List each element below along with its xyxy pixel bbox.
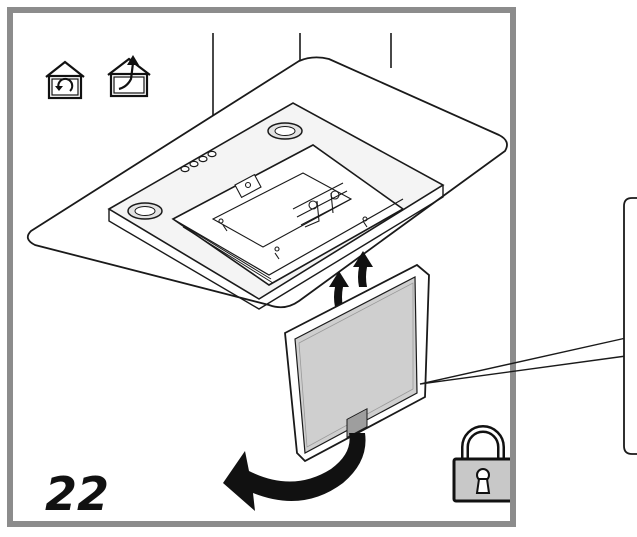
- insert-arrows: [329, 251, 373, 307]
- control-buttons: [180, 150, 217, 173]
- filter-recess: [171, 144, 405, 286]
- hood-illustration: [26, 33, 508, 511]
- step-illustration-frame: 22: [7, 7, 516, 527]
- lamp-left-inner: [134, 206, 156, 216]
- lock-icon: [452, 425, 510, 503]
- filter-recess-rail: [172, 198, 404, 276]
- rotate-arrow-icon: [223, 433, 366, 511]
- callout-detail-box: [623, 197, 637, 455]
- hood-body-bevel: [108, 185, 444, 310]
- lamp-right-inner: [274, 126, 296, 136]
- grease-filter: [284, 263, 430, 463]
- extraction-mode-icon: [107, 55, 151, 98]
- up-arrow-right-icon: [353, 251, 373, 287]
- motor-mechanism: [211, 172, 368, 260]
- recirculation-mode-icon: [45, 60, 85, 100]
- step-number: 22: [45, 467, 110, 521]
- up-arrow-left-icon: [329, 271, 349, 307]
